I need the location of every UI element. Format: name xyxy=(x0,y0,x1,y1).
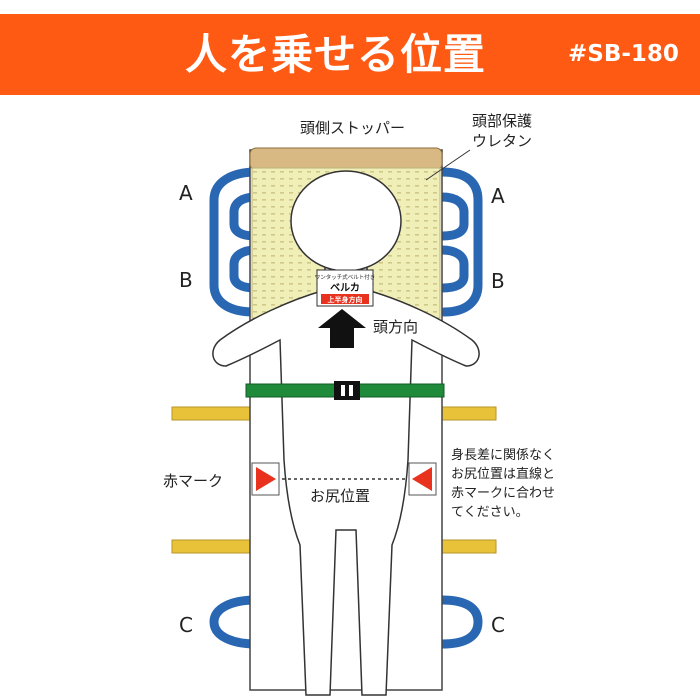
label-b-right: B xyxy=(491,269,505,293)
strap-lower-left xyxy=(171,539,255,554)
note-line-1: 身長差に関係なく xyxy=(451,448,556,463)
note-line-2: お尻位置は直線と xyxy=(451,467,556,482)
model-code: #SB-180 xyxy=(568,41,679,67)
strap-upper-right xyxy=(439,406,497,421)
strap-upper-left xyxy=(171,406,255,421)
tag-line-3: 上半身方向 xyxy=(328,295,363,304)
strap-lower-right xyxy=(439,539,497,554)
label-c-right: C xyxy=(491,613,505,637)
belt-buckle xyxy=(334,381,360,400)
red-mark-right xyxy=(412,467,432,491)
red-mark-left xyxy=(256,467,276,491)
head-icon xyxy=(290,170,402,272)
label-head-protection-2: ウレタン xyxy=(472,132,533,150)
head-stopper xyxy=(249,147,443,171)
handle-ab-right xyxy=(437,167,483,317)
note-line-4: てください。 xyxy=(451,505,529,520)
label-head-protection-1: 頭部保護 xyxy=(472,112,533,130)
page-title: 人を乗せる位置 xyxy=(185,30,487,79)
label-a-right: A xyxy=(491,184,505,208)
label-red-mark: 赤マーク xyxy=(163,472,224,490)
handle-ab-left xyxy=(209,167,261,317)
note-line-3: 赤マークに合わせ xyxy=(451,486,556,501)
person-silhouette xyxy=(212,261,480,696)
title-banner xyxy=(0,14,700,95)
handle-c-left xyxy=(209,595,261,649)
tag-line-1: ワンタッチ式ベルト付き xyxy=(315,273,376,281)
label-buttocks-position: お尻位置 xyxy=(310,487,371,505)
label-c-left: C xyxy=(179,613,193,637)
label-head-stopper: 頭側ストッパー xyxy=(300,119,406,137)
label-head-direction: 頭方向 xyxy=(373,318,419,336)
label-a-left: A xyxy=(179,181,193,205)
tag-brand: ベルカ xyxy=(330,282,360,294)
handle-c-right xyxy=(437,595,483,649)
head-direction-arrow xyxy=(318,309,366,348)
label-b-left: B xyxy=(179,268,193,292)
urethane-leader-line xyxy=(425,149,471,181)
